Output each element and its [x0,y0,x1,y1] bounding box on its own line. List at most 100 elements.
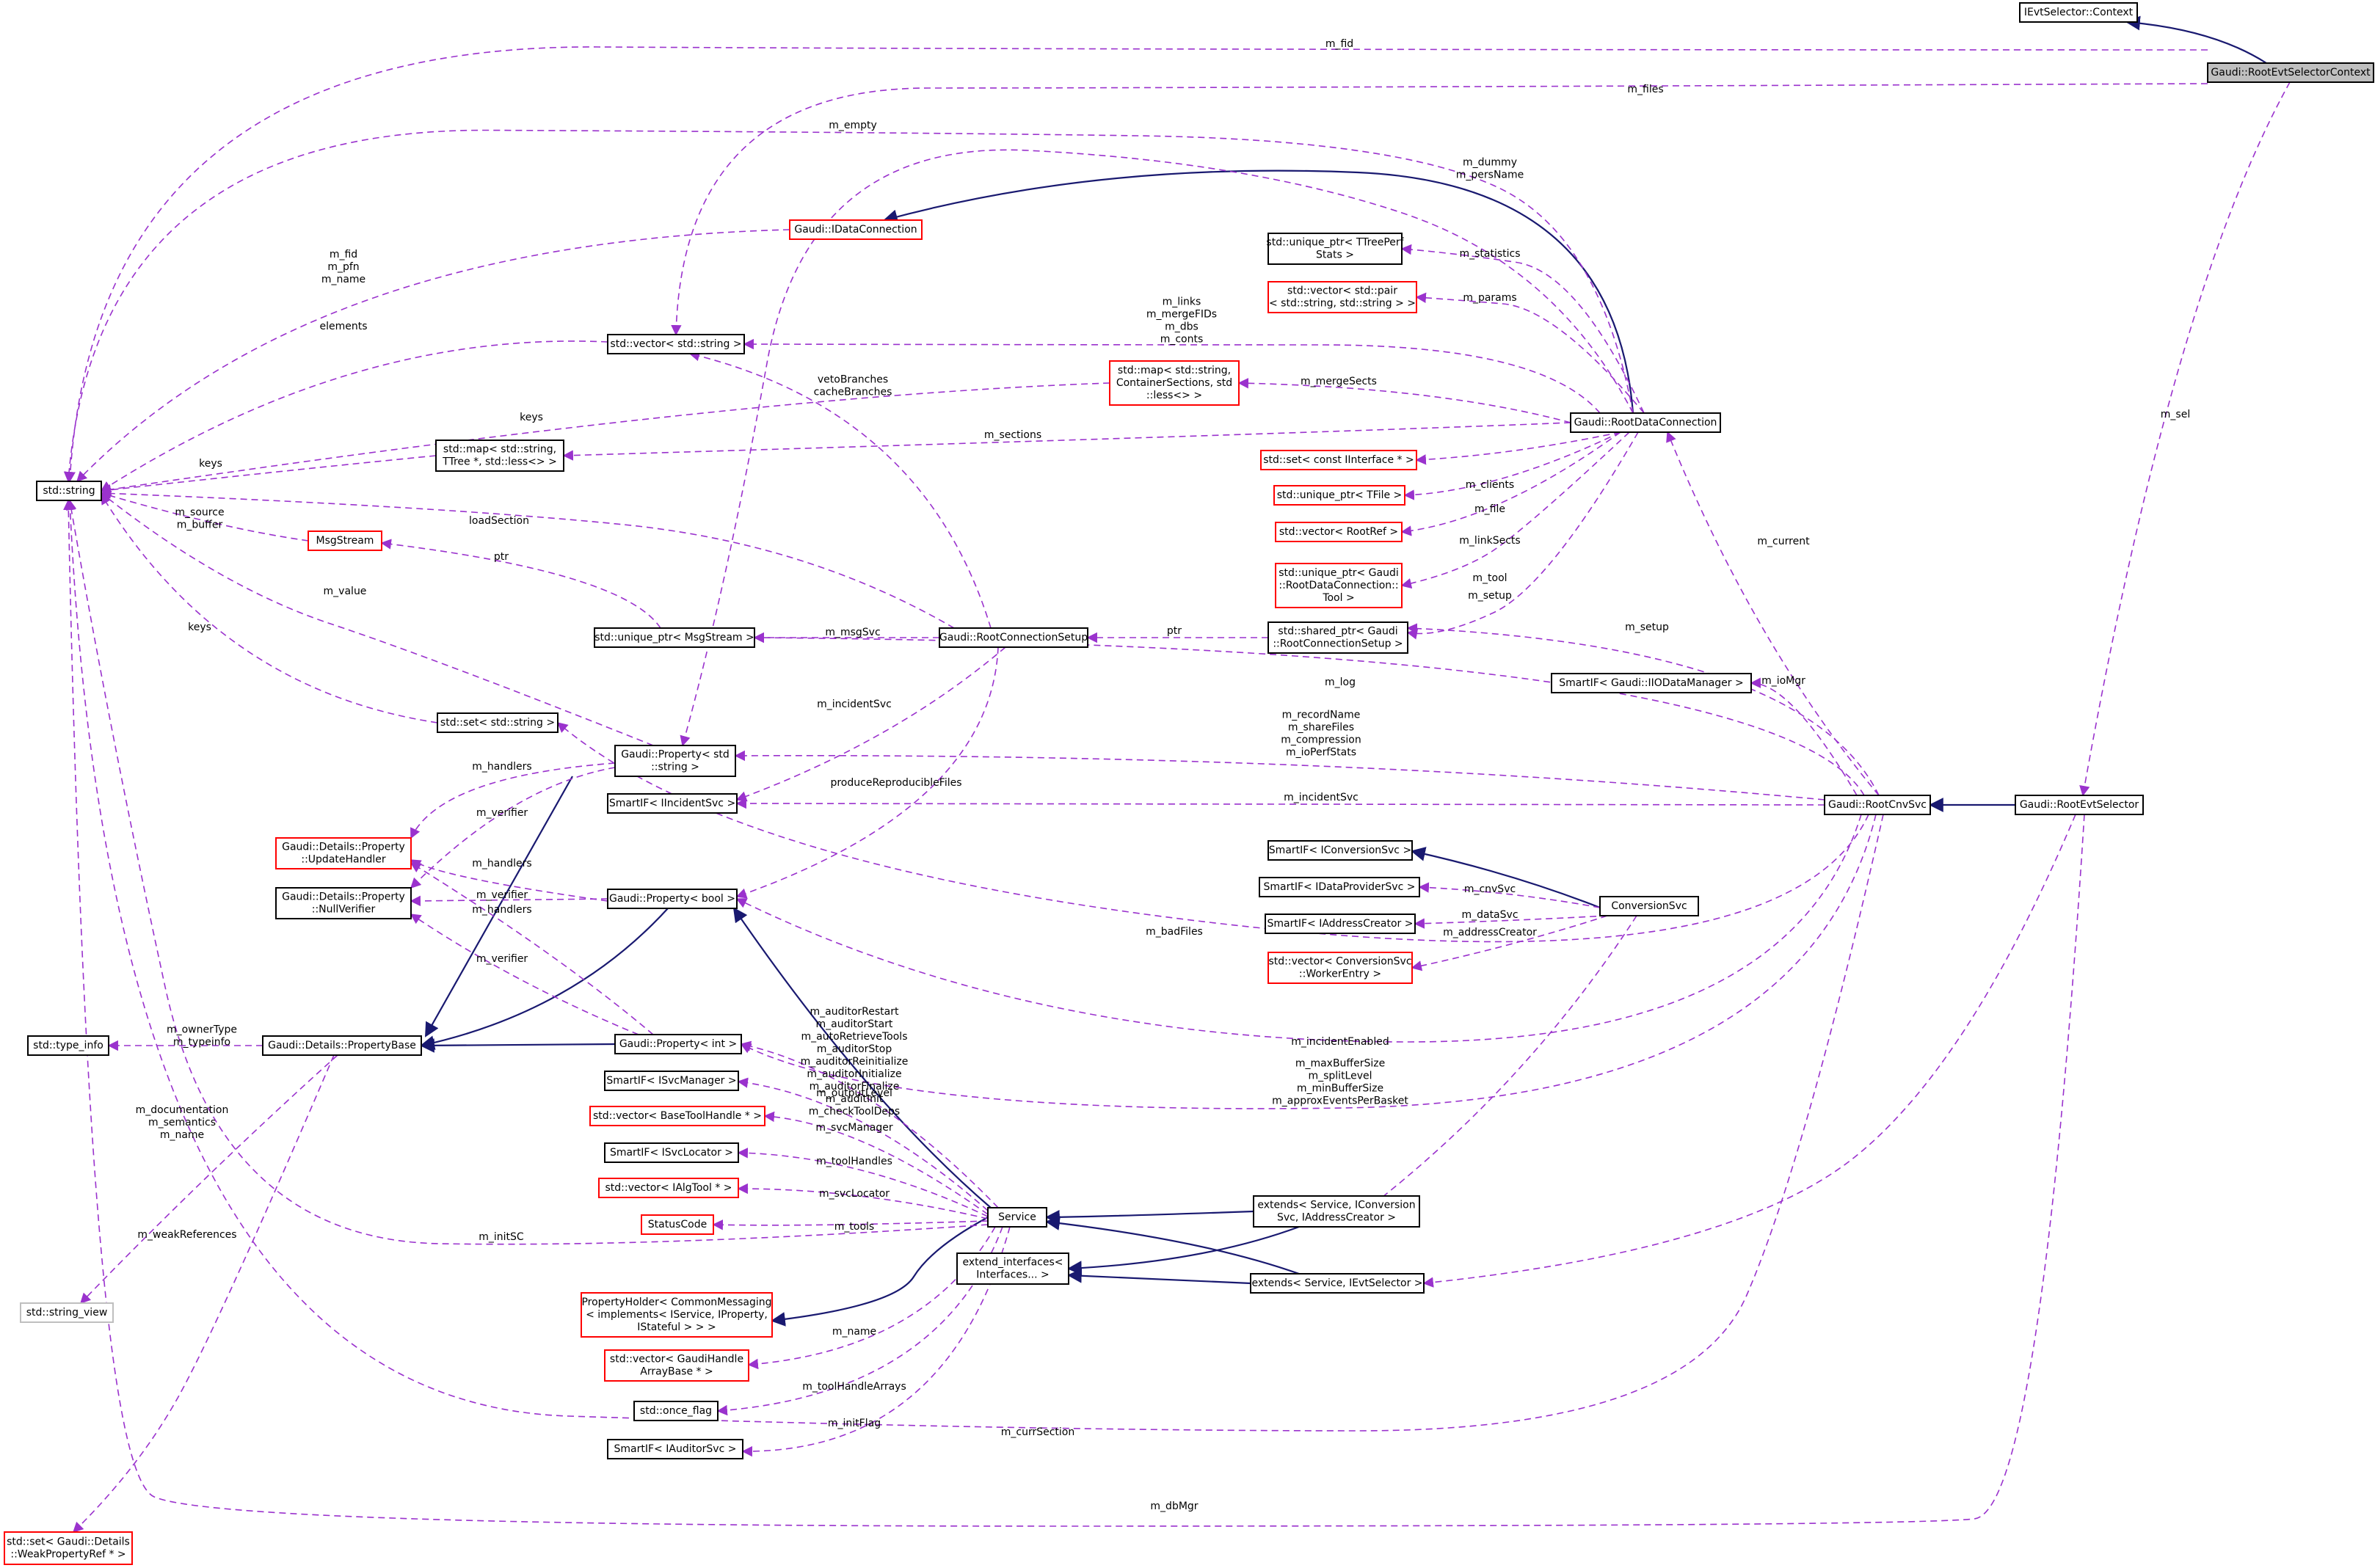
node-box-smartinc[interactable] [607,793,738,814]
node-box-statuscode[interactable] [641,1214,714,1235]
node-box-smartisvcloc[interactable] [604,1142,739,1163]
node-box-vecgaudiarr[interactable] [604,1349,749,1382]
node-box-propbool[interactable] [607,889,738,909]
node-box-strview[interactable] [20,1302,114,1323]
node-box-tptrstats[interactable] [1267,233,1403,265]
node-extiface[interactable]: extend_interfaces<Interfaces... > [956,1252,1069,1285]
node-box-rootcnvsvc[interactable] [1824,795,1931,815]
node-strview[interactable]: std::string_view [20,1302,114,1323]
node-box-smartidp[interactable] [1259,877,1420,897]
node-conversionsvc[interactable]: ConversionSvc [1599,896,1699,916]
node-smartiodm[interactable]: SmartIF< Gaudi::IIODataManager > [1551,673,1752,693]
node-box-rootdataconn[interactable] [1570,412,1721,433]
node-onceflag[interactable]: std::once_flag [633,1401,719,1421]
node-uptrmsg[interactable]: std::unique_ptr< MsgStream > [594,627,755,648]
node-box-msgstream[interactable] [308,530,382,551]
node-vecpair[interactable]: std::vector< std::pair< std::string, std… [1267,281,1417,313]
node-box-vecstr[interactable] [607,334,745,354]
node-box-extevtsel[interactable] [1250,1273,1425,1294]
node-service[interactable]: Service [987,1207,1047,1228]
node-box-idataconn[interactable] [789,219,923,240]
node-setiiface[interactable]: std::set< const IInterface * > [1260,450,1417,470]
node-updatehandler[interactable]: Gaudi::Details::Property::UpdateHandler [275,837,412,869]
node-box-vecpair[interactable] [1267,281,1417,313]
node-box-vecrootref[interactable] [1275,522,1403,542]
node-box-propstring[interactable] [614,745,736,777]
node-setstr[interactable]: std::set< std::string > [437,712,559,733]
node-propbool[interactable]: Gaudi::Property< bool > [607,889,738,909]
node-typeinfo[interactable]: std::type_info [27,1035,109,1056]
node-smartinc[interactable]: SmartIF< IIncidentSvc > [607,793,738,814]
node-smartiaud[interactable]: SmartIF< IAuditorSvc > [607,1439,743,1459]
node-box-ievtctx[interactable] [2019,2,2138,23]
node-box-propholder[interactable] [581,1292,773,1338]
node-statuscode[interactable]: StatusCode [641,1214,714,1235]
node-box-service[interactable] [987,1207,1047,1228]
node-rootevtsel[interactable]: Gaudi::RootEvtSelector [2015,795,2144,815]
node-vecworker[interactable]: std::vector< ConversionSvc::WorkerEntry … [1267,952,1413,984]
node-smarticonv[interactable]: SmartIF< IConversionSvc > [1267,840,1413,861]
node-extevtsel[interactable]: extends< Service, IEvtSelector > [1250,1273,1425,1294]
node-box-rootconnsetup[interactable] [939,627,1088,648]
node-box-smartiaud[interactable] [607,1439,743,1459]
node-box-rootevtsel[interactable] [2015,795,2144,815]
node-box-propbase[interactable] [262,1035,422,1056]
node-box-setweak[interactable] [4,1531,133,1565]
node-uptrtool[interactable]: std::unique_ptr< Gaudi::RootDataConnecti… [1275,563,1403,608]
node-idataconn[interactable]: Gaudi::IDataConnection [789,219,923,240]
node-box-vecworker[interactable] [1267,952,1413,984]
node-nullverifier[interactable]: Gaudi::Details::Property::NullVerifier [275,887,412,919]
node-stdstring[interactable]: std::string [36,481,102,501]
node-propholder[interactable]: PropertyHolder< CommonMessaging< impleme… [581,1292,773,1338]
node-vecialgtool[interactable]: std::vector< IAlgTool * > [598,1178,739,1198]
node-box-stdstring[interactable] [36,481,102,501]
node-vecstr[interactable]: std::vector< std::string > [607,334,745,354]
node-smartiaddr[interactable]: SmartIF< IAddressCreator > [1265,914,1416,934]
node-box-propint[interactable] [614,1034,742,1054]
node-box-updatehandler[interactable] [275,837,412,869]
node-rootcnvsvc[interactable]: Gaudi::RootCnvSvc [1824,795,1931,815]
node-box-uptrtfile[interactable] [1273,485,1405,506]
node-propint[interactable]: Gaudi::Property< int > [614,1034,742,1054]
node-vecrootref[interactable]: std::vector< RootRef > [1275,522,1403,542]
node-box-sptrsetup[interactable] [1267,621,1408,654]
node-box-rootctx[interactable] [2207,62,2374,83]
node-ievtctx[interactable]: IEvtSelector::Context [2019,2,2138,23]
node-box-setstr[interactable] [437,712,559,733]
node-smartidp[interactable]: SmartIF< IDataProviderSvc > [1259,877,1420,897]
node-mapsec[interactable]: std::map< std::string,ContainerSections,… [1109,360,1240,406]
node-box-uptrtool[interactable] [1275,563,1403,608]
node-box-mapttree[interactable] [435,440,564,472]
node-box-mapsec[interactable] [1109,360,1240,406]
node-box-smartisvcmgr[interactable] [604,1071,739,1091]
node-rootconnsetup[interactable]: Gaudi::RootConnectionSetup [939,627,1088,648]
node-box-conversionsvc[interactable] [1599,896,1699,916]
node-uptrtfile[interactable]: std::unique_ptr< TFile > [1273,485,1405,506]
node-propstring[interactable]: Gaudi::Property< std::string > [614,745,736,777]
node-box-extconv[interactable] [1253,1195,1420,1228]
node-box-smarticonv[interactable] [1267,840,1413,861]
node-box-vectoolhandle[interactable] [589,1106,765,1126]
node-rootctx[interactable]: Gaudi::RootEvtSelectorContext [2207,62,2374,83]
node-setweak[interactable]: std::set< Gaudi::Details::WeakPropertyRe… [4,1531,133,1565]
node-extconv[interactable]: extends< Service, IConversionSvc, IAddre… [1253,1195,1420,1228]
node-box-setiiface[interactable] [1260,450,1417,470]
node-mapttree[interactable]: std::map< std::string,TTree *, std::less… [435,440,564,472]
node-box-extiface[interactable] [956,1252,1069,1285]
node-box-uptrmsg[interactable] [594,627,755,648]
node-smartisvcmgr[interactable]: SmartIF< ISvcManager > [604,1071,739,1091]
node-propbase[interactable]: Gaudi::Details::PropertyBase [262,1035,422,1056]
node-box-vecialgtool[interactable] [598,1178,739,1198]
node-rootdataconn[interactable]: Gaudi::RootDataConnection [1570,412,1721,433]
node-box-nullverifier[interactable] [275,887,412,919]
node-sptrsetup[interactable]: std::shared_ptr< Gaudi::RootConnectionSe… [1267,621,1408,654]
node-msgstream[interactable]: MsgStream [308,530,382,551]
node-smartisvcloc[interactable]: SmartIF< ISvcLocator > [604,1142,739,1163]
node-box-onceflag[interactable] [633,1401,719,1421]
node-box-typeinfo[interactable] [27,1035,109,1056]
node-box-smartiaddr[interactable] [1265,914,1416,934]
node-box-smartiodm[interactable] [1551,673,1752,693]
node-vectoolhandle[interactable]: std::vector< BaseToolHandle * > [589,1106,765,1126]
